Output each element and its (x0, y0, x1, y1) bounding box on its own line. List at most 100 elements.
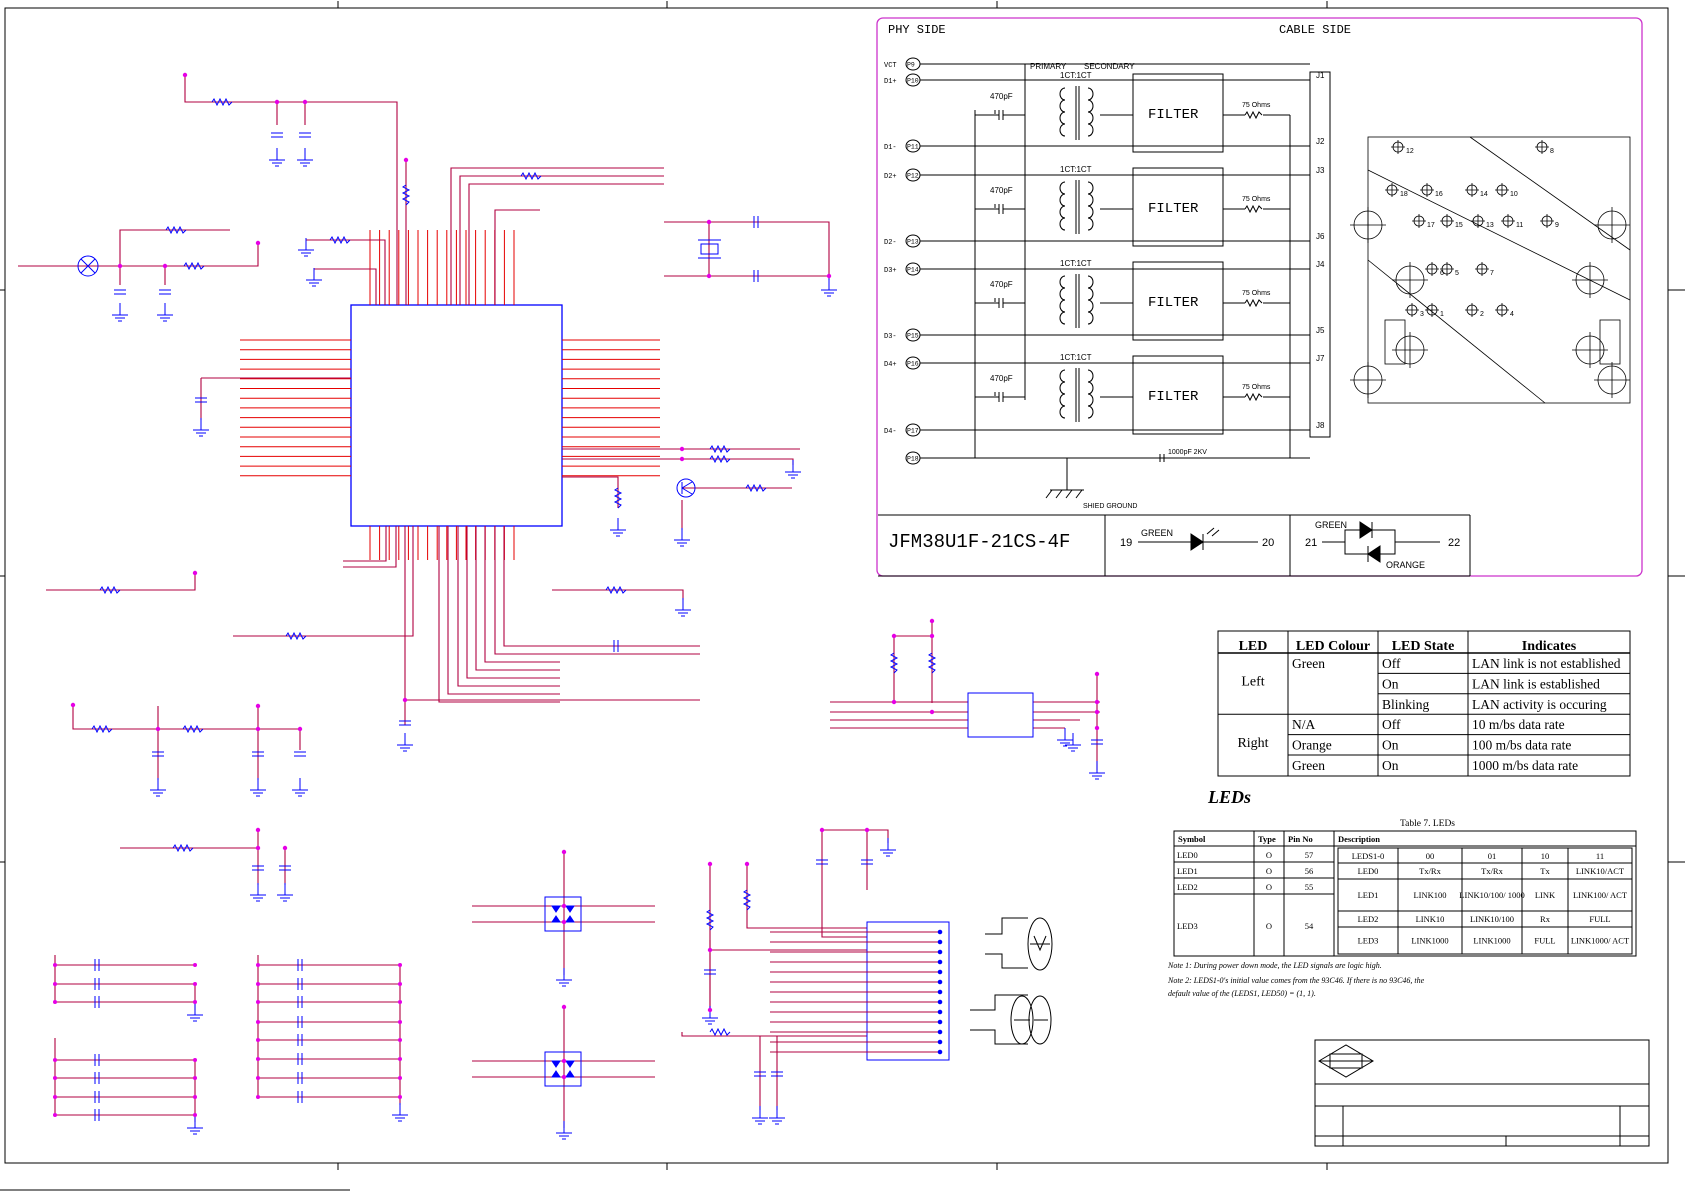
net-junction (256, 1038, 260, 1042)
table7-desc-cell: LED2 (1358, 914, 1379, 924)
termination-resistor (1244, 204, 1263, 214)
table7-header: Pin No (1288, 834, 1313, 844)
net-junction (53, 1000, 57, 1004)
capacitor-symbol (94, 959, 100, 971)
footprint-pin-cross (1535, 140, 1549, 154)
led-table-indicates: LAN activity is occuring (1472, 697, 1607, 712)
net-junction (155, 726, 161, 732)
resistor-symbol (285, 631, 307, 641)
capacitor-symbol (94, 1109, 100, 1121)
footprint-pad (1599, 319, 1621, 365)
net-junction (398, 1020, 402, 1024)
led-table-colour: Green (1292, 656, 1325, 671)
resistor-symbol (172, 843, 194, 853)
table7-desc-cell: LINK (1535, 890, 1556, 900)
led-bicolor-pin-a: 21 (1305, 537, 1317, 549)
main-controller-ic (240, 230, 660, 560)
net-junction (706, 219, 712, 225)
footprint-pin-cross (1440, 214, 1454, 228)
transformer-coil (1059, 87, 1094, 137)
connector-pin (937, 929, 943, 935)
module-left-pin-label: VCT (884, 62, 897, 70)
filter-block (1132, 261, 1224, 341)
resistor-symbol (183, 261, 205, 271)
footprint-pin-number: 12 (1406, 148, 1414, 155)
ground-symbol (187, 1003, 203, 1022)
ground-symbol (306, 268, 322, 287)
transformer-coil (1059, 275, 1094, 325)
footprint-crosshair (1594, 207, 1630, 243)
capacitor-symbol (94, 978, 100, 990)
net-junction (255, 827, 261, 833)
ground-symbol (556, 968, 572, 987)
footprint-pin-number: 7 (1490, 270, 1494, 277)
net-junction (256, 982, 260, 986)
footprint-pin-cross (1495, 183, 1509, 197)
capacitor-symbol (252, 751, 264, 757)
module-left-pin-label: D1+ (884, 78, 897, 86)
opto-indicators (970, 917, 1053, 1045)
led-table-state: Off (1382, 656, 1401, 671)
capacitor-symbol (271, 132, 283, 138)
table7-desc-cell: Rx (1540, 914, 1551, 924)
led-table-indicates: LAN link is not established (1472, 656, 1621, 671)
module-pin-number: P9 (907, 62, 915, 69)
footprint-crosshair (1572, 262, 1608, 298)
coupling-cap (975, 204, 1025, 214)
ground-symbol (556, 1121, 572, 1140)
resistor-symbol (329, 235, 351, 245)
net-junction (255, 726, 261, 732)
capacitor-symbol (297, 1016, 303, 1028)
module-right-pin: J5 (1316, 326, 1325, 335)
net-junction (864, 827, 870, 833)
termination-res-label: 75 Ohms (1242, 290, 1271, 297)
table7-desc-cell: LINK10/100/ 1000 (1459, 890, 1524, 900)
footprint-pin-number: 14 (1480, 191, 1488, 198)
led-bicolor-green-label: GREEN (1315, 520, 1347, 530)
connector-pin (937, 1049, 943, 1055)
led-green-pin-b: 20 (1262, 537, 1274, 549)
table7-note2b: default value of the (LEDS1, LED50) = (1… (1168, 989, 1316, 998)
net-junction (561, 1058, 567, 1064)
footprint-pin-cross (1391, 140, 1405, 154)
ground-symbol (112, 303, 128, 322)
footprint-pin-cross (1540, 214, 1554, 228)
resistor-symbol (742, 889, 752, 911)
net-junction (561, 903, 567, 909)
ground-symbol (292, 778, 308, 797)
ground-symbol (269, 148, 285, 167)
module-right-pin: J1 (1316, 71, 1325, 80)
module-left-pin-label: D4+ (884, 361, 897, 369)
module-connector-strip (1309, 71, 1331, 438)
table7-pin: 54 (1305, 921, 1314, 931)
module-pin-number: P10 (907, 78, 919, 85)
table7-symbol: LED1 (1177, 866, 1198, 876)
shield-cap-label: 1000pF 2KV (1168, 449, 1207, 456)
termination-resistor (1244, 110, 1263, 120)
led-bicolor-orange-label: ORANGE (1386, 560, 1425, 570)
footprint-crosshair (1350, 207, 1386, 243)
passive-components (77, 97, 1105, 1140)
ct-ratio-label: 1CT:1CT (1060, 259, 1092, 268)
net-junction (707, 1007, 713, 1013)
resistor-symbol (165, 225, 187, 235)
module-left-pin-label: D2- (884, 239, 897, 247)
table7-desc-cell: LED0 (1358, 866, 1379, 876)
net-junction (53, 1113, 57, 1117)
ground-symbol (277, 883, 293, 902)
module-right-pin: J7 (1316, 354, 1325, 363)
footprint-pin-number: 6 (1440, 270, 1444, 277)
net-junction (707, 947, 713, 953)
connector-pin (937, 999, 943, 1005)
capacitor-symbol (94, 996, 100, 1008)
net-junction (561, 1004, 567, 1010)
footprint-pin-cross (1465, 183, 1479, 197)
net-junction (1094, 671, 1100, 677)
module-pin-number: P14 (907, 267, 919, 274)
net-junction (398, 1057, 402, 1061)
ground-symbol (610, 518, 626, 537)
filter-label: FILTER (1148, 389, 1199, 405)
termination-res-label: 75 Ohms (1242, 196, 1271, 203)
